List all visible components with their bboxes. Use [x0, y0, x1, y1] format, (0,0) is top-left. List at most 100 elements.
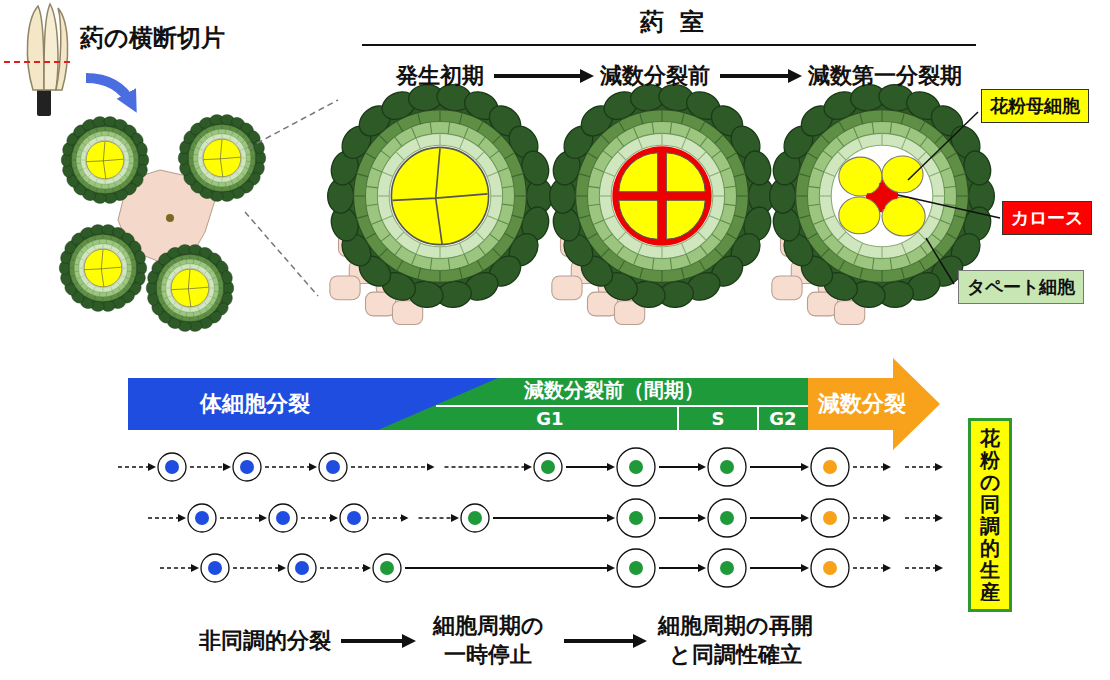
cell-wall [222, 134, 223, 139]
nucleus [823, 460, 837, 474]
cell-wall [505, 153, 515, 159]
tapetum [198, 134, 247, 183]
cycle-arrow [351, 466, 433, 467]
cell-wall [88, 185, 90, 189]
cell-wall [439, 247, 440, 259]
cell-wall [87, 137, 90, 141]
cell [288, 554, 316, 582]
middle-layer [587, 121, 736, 270]
cell-wall [933, 195, 945, 196]
cell-wall [120, 137, 123, 141]
cell-wall [396, 152, 404, 160]
middle-layer [161, 259, 219, 317]
cell-wall [94, 133, 96, 137]
cell-wall [576, 195, 588, 196]
nucleus [541, 460, 555, 474]
cell-wall [204, 135, 207, 139]
cell-wall [124, 175, 128, 178]
cell-wall [209, 270, 213, 273]
cell-wall [205, 141, 208, 144]
epidermis [152, 250, 228, 326]
cycle-arrow [118, 466, 154, 467]
cell-wall [76, 156, 81, 158]
cell-wall [193, 141, 197, 143]
pollen-mother-cells [171, 269, 209, 307]
flow-arrow [720, 74, 798, 78]
cycle-arrow [750, 517, 807, 519]
flow-arrow [341, 639, 412, 643]
stage-label: 減数分裂前 [600, 61, 710, 91]
node-text: 発生初期 [396, 61, 484, 91]
cell-wall [114, 182, 116, 186]
locule [178, 114, 266, 202]
cell-wall [397, 261, 403, 271]
cell-wall [241, 173, 245, 176]
cell-wall [860, 268, 863, 279]
cell-wall [681, 268, 684, 279]
cell-wall [823, 151, 832, 158]
cell-wall [225, 182, 227, 187]
cell-wall [670, 122, 672, 134]
cell-wall [919, 121, 925, 131]
cell-wall [477, 121, 483, 131]
nucleus [823, 561, 837, 575]
endothecium [188, 124, 255, 191]
cell-wall [119, 185, 121, 189]
process-label: 細胞周期の再開 と同調性確立 [653, 612, 817, 669]
cell-wall [193, 259, 195, 264]
node-text: カロース [1011, 206, 1083, 230]
cell-wall [193, 312, 195, 317]
cell-wall [918, 152, 926, 160]
cell-wall [932, 234, 941, 241]
cell-wall [210, 288, 215, 289]
pollen-mother-cell [882, 156, 923, 193]
cell-wall [382, 215, 393, 220]
cycle-arrow [493, 517, 613, 519]
premeiotic-band [378, 378, 810, 430]
cell-wall [172, 307, 175, 311]
cell-wall [198, 134, 201, 137]
cell-wall [640, 268, 643, 279]
cell-wall [491, 195, 503, 196]
cell-wall [103, 234, 104, 239]
cell-wall [117, 282, 120, 285]
cell [201, 554, 229, 582]
cell-wall [392, 148, 487, 244]
cell [617, 499, 655, 537]
cell-wall [101, 131, 103, 136]
pollen-mother-cell [666, 153, 705, 192]
cell [811, 549, 849, 587]
cell-wall [246, 154, 251, 156]
cell-wall [71, 276, 75, 277]
cell-wall [241, 140, 245, 143]
cell-wall [587, 153, 597, 159]
middle-layer [74, 239, 132, 297]
cell-wall [604, 215, 615, 220]
cell-wall [108, 131, 110, 136]
cell [617, 448, 655, 486]
cell [811, 448, 849, 486]
cell-wall [709, 215, 720, 220]
cell-wall [121, 259, 125, 261]
cell-wall [490, 234, 499, 241]
cell-wall [120, 179, 123, 183]
cell [811, 499, 849, 537]
cell-wall [123, 268, 128, 269]
cell-wall [179, 311, 181, 315]
cell-wall [230, 186, 231, 190]
cell-wall [76, 277, 80, 279]
cell-wall [76, 143, 80, 145]
nucleus [347, 511, 361, 525]
locule [549, 82, 774, 324]
cell-wall [242, 158, 247, 159]
cell-wall [123, 244, 126, 247]
cell-wall [119, 174, 122, 177]
cell-wall [218, 296, 222, 297]
cell-wall [215, 271, 219, 273]
cell [319, 453, 347, 481]
cell-wall [906, 254, 911, 265]
cell-wall [459, 268, 462, 279]
cell-wall [448, 122, 450, 134]
nucleus [720, 561, 734, 575]
cell-wall [211, 181, 213, 185]
